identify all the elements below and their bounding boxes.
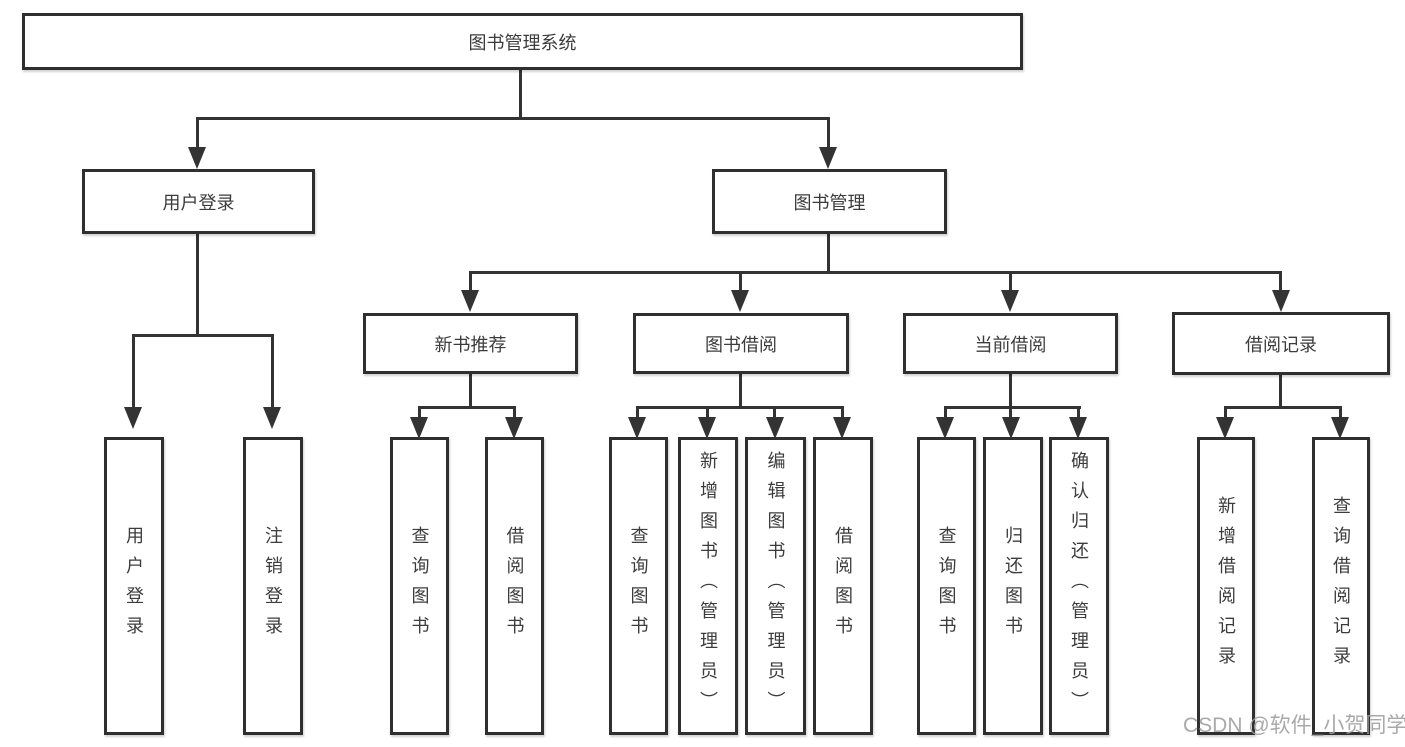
node-new-book-recommend: 新书推荐 [363,313,578,374]
connector-stem-records-leaf2 [1339,406,1342,418]
arrowhead-records-leaf2 [1331,417,1349,439]
node-new-book-recommend-label: 新书推荐 [434,334,507,355]
arrowhead-current-leaf3 [1069,417,1087,439]
leaf-current-query-books: 查询图书 [917,437,976,735]
connector-stem-current-leaf3 [1077,406,1080,418]
leaf-user-login-label: 用户登录 [124,526,144,646]
connector-rail-level2 [196,117,830,120]
connector-rail-recommend [418,406,516,409]
connector-records-drop [1279,373,1282,409]
leaf-current-query-books-label: 查询图书 [936,526,957,646]
node-borrow-records-label: 借阅记录 [1245,334,1317,355]
connector-stem-current-leaf1 [944,406,947,418]
node-book-management-label: 图书管理 [793,192,866,213]
connector-stem-borrow-leaf3 [773,406,776,418]
arrowhead-management [819,147,837,169]
node-current-borrow: 当前借阅 [903,313,1118,374]
leaf-borrow-add-books-admin: 新增图书（管理员） [678,437,738,735]
leaf-user-login: 用户登录 [104,437,164,735]
leaf-records-query-record-label: 查询借阅记录 [1331,496,1351,676]
leaf-current-return-books: 归还图书 [983,437,1043,735]
leaf-current-return-books-label: 归还图书 [1003,526,1023,646]
connector-stem-borrow-leaf4 [841,406,844,418]
connector-stem-management [827,117,830,148]
node-root-label: 图书管理系统 [468,32,577,53]
connector-stem-leaf-logout [271,334,274,408]
leaf-recommend-query-books: 查询图书 [390,437,449,735]
arrowhead-borrow [731,290,749,312]
arrowhead-borrow-leaf4 [833,417,851,439]
node-book-borrow: 图书借阅 [633,313,849,374]
leaf-logout-label: 注销登录 [263,526,283,646]
connector-stem-borrow [739,271,742,291]
connector-stem-login [196,117,199,148]
connector-stem-current-leaf2 [1009,406,1012,418]
leaf-current-confirm-return-admin: 确认归还（管理员） [1049,437,1109,735]
arrowhead-leaf-user-login [124,407,142,429]
node-user-login: 用户登录 [82,169,315,234]
csdn-watermark: CSDN @软件_小贺同学 [1183,714,1405,737]
arrowhead-leaf-logout [263,407,281,429]
arrowhead-login [188,147,206,169]
connector-rail-borrow [636,406,844,409]
leaf-borrow-edit-books-admin: 编辑图书（管理员） [745,437,806,735]
leaf-borrow-borrow-books: 借阅图书 [813,437,873,735]
connector-management-drop [827,233,830,274]
node-book-management: 图书管理 [712,169,947,234]
connector-rail-records [1224,406,1342,409]
arrowhead-records [1272,290,1290,312]
arrowhead-borrow-leaf2 [698,417,716,439]
node-current-borrow-label: 当前借阅 [974,334,1047,355]
node-borrow-records: 借阅记录 [1172,312,1390,375]
connector-stem-recommend [469,271,472,291]
node-root: 图书管理系统 [22,13,1023,70]
connector-stem-records [1279,271,1282,291]
connector-stem-leaf-user-login [132,334,135,408]
arrowhead-current [1001,290,1019,312]
leaf-records-add-record-label: 新增借阅记录 [1216,496,1236,676]
connector-root-drop [519,69,522,117]
connector-recommend-drop [469,373,472,409]
connector-stem-recommend-leaf1 [418,406,421,418]
leaf-records-add-record: 新增借阅记录 [1197,437,1255,735]
arrowhead-borrow-leaf1 [628,417,646,439]
connector-stem-borrow-leaf2 [706,406,709,418]
leaf-recommend-query-books-label: 查询图书 [409,526,430,646]
leaf-borrow-edit-books-admin-label: 编辑图书（管理员） [765,451,786,721]
connector-rail-current [944,406,1081,409]
connector-stem-borrow-leaf1 [636,406,639,418]
arrowhead-recommend-leaf1 [410,417,428,439]
connector-rail-level3 [469,271,1282,274]
arrowhead-recommend [461,290,479,312]
node-book-borrow-label: 图书借阅 [705,334,777,355]
connector-current-drop [1009,373,1012,409]
arrowhead-borrow-leaf3 [766,417,784,439]
connector-borrow-drop [739,373,742,409]
connector-rail-login-leaves [132,334,274,337]
connector-stem-recommend-leaf2 [513,406,516,418]
connector-login-drop [196,233,199,337]
arrowhead-current-leaf2 [1002,417,1020,439]
leaf-recommend-borrow-books-label: 借阅图书 [504,526,525,646]
leaf-borrow-query-books-label: 查询图书 [628,526,649,646]
connector-stem-current [1009,271,1012,291]
connector-stem-records-leaf1 [1224,406,1227,418]
arrowhead-current-leaf1 [936,417,954,439]
leaf-records-query-record: 查询借阅记录 [1312,437,1370,735]
leaf-logout: 注销登录 [243,437,303,735]
node-user-login-label: 用户登录 [162,192,235,213]
leaf-borrow-borrow-books-label: 借阅图书 [833,526,853,646]
leaf-recommend-borrow-books: 借阅图书 [485,437,544,735]
leaf-borrow-query-books: 查询图书 [609,437,668,735]
leaf-borrow-add-books-admin-label: 新增图书（管理员） [698,451,718,721]
leaf-current-confirm-return-admin-label: 确认归还（管理员） [1069,451,1089,721]
arrowhead-records-leaf1 [1216,417,1234,439]
arrowhead-recommend-leaf2 [505,417,523,439]
